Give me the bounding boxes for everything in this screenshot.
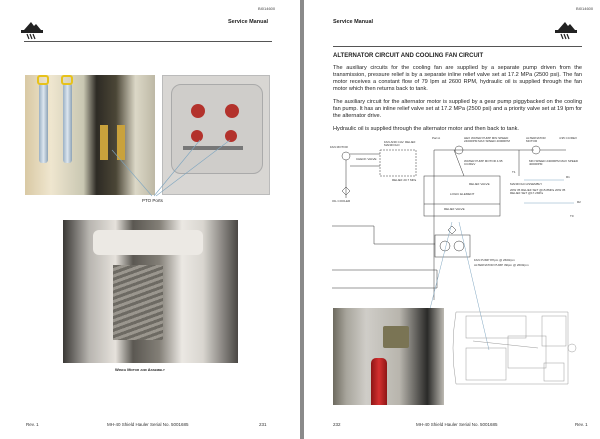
label-fan-motor: FAN MOTOR xyxy=(330,145,348,149)
paragraph-1: The auxiliary circuits for the cooling f… xyxy=(333,65,582,92)
label-manifold-assembly: MANIFOLD ASSEMBLY xyxy=(510,182,543,186)
label-alternator-motor: ALTERNATOR MOTOR xyxy=(526,136,546,144)
label-hex-water-pump: HEX WATER PUMP MIN SPEED 2400RPM MAX SPE… xyxy=(464,136,510,144)
label-check-valve: CHECK VALVE xyxy=(356,157,377,161)
header-rule xyxy=(24,41,272,42)
label-alternator-pump: ALTERNATOR PUMP 39lpm @ 2600rpm xyxy=(474,263,529,267)
label-water-pump: WATER PUMP MOTOR 4.95 CC/REV xyxy=(464,159,503,167)
left-page: BI014600 Service Manual PTO Ports Winch … xyxy=(20,6,276,427)
label-logic-element: LOGIC ELEMENT xyxy=(450,192,475,196)
paragraph-2: The auxiliary circuit for the alternator… xyxy=(333,99,582,119)
bucyrus-logo xyxy=(554,18,578,47)
right-page: BI014600 Service Manual ALTERNATOR CIRCU… xyxy=(304,0,600,439)
pto-ports-label: PTO Ports xyxy=(142,198,163,203)
label-relief-settings: 20W 35 RELIEF SET @15.8MPa 20W 35 RELIEF… xyxy=(510,188,566,196)
footer-page-number: 231 xyxy=(259,422,267,427)
footer-title: MH-40 Shield Hauler Serial No. 5001685 xyxy=(416,422,498,427)
header-title: Service Manual xyxy=(333,19,374,25)
footer-rev: Rev. 1 xyxy=(26,422,39,427)
alternator-circuit-photo xyxy=(333,308,444,405)
page-divider xyxy=(300,0,304,439)
winch-caption: Winch Motor and Assembly xyxy=(115,367,165,372)
label-r2: R2 xyxy=(577,200,581,204)
pto-ports-photo xyxy=(25,75,155,195)
section-title: ALTERNATOR CIRCUIT AND COOLING FAN CIRCU… xyxy=(333,53,484,59)
label-r1: R1 xyxy=(566,175,570,179)
paragraph-3: Hydraulic oil is supplied through the al… xyxy=(333,126,519,132)
doc-number: BI014600 xyxy=(576,6,594,11)
label-fan-cav: FAN AND CAV. RELIEF MANIFOLD xyxy=(384,140,416,148)
label-fan-pump: FAN PUMP 87lpm @ 2600rpm xyxy=(474,258,515,262)
footer-page-number: 232 xyxy=(333,422,341,427)
label-motor-cc: 4.95 CC/REV xyxy=(559,136,578,140)
label-relief-valve: RELIEF VALVE xyxy=(469,182,490,186)
machine-layout-drawing xyxy=(452,311,577,385)
doc-number: BI014600 xyxy=(258,6,276,11)
bucyrus-logo xyxy=(20,18,44,47)
pto-panel-photo xyxy=(162,75,270,195)
label-t1: T1 xyxy=(512,170,516,174)
footer-rev: Rev. 1 xyxy=(575,422,588,427)
label-part-a: Part A xyxy=(432,136,441,140)
label-oil-cooler: OIL COOLER xyxy=(332,199,351,203)
label-min-speed: MIN SPEED 2400RPM MAX SPEED 4000RPM xyxy=(529,159,579,167)
label-relief: RELIEF 20.7 MPa xyxy=(392,178,417,182)
label-relief-valve-2: RELIEF VALVE xyxy=(444,207,465,211)
header-title: Service Manual xyxy=(228,19,269,25)
label-t0: T0 xyxy=(570,214,574,218)
header-rule xyxy=(333,46,582,47)
footer-title: MH-40 Shield Hauler Serial No. 5001685 xyxy=(107,422,189,427)
winch-motor-photo xyxy=(63,220,238,363)
pto-leader-lines xyxy=(111,139,231,197)
